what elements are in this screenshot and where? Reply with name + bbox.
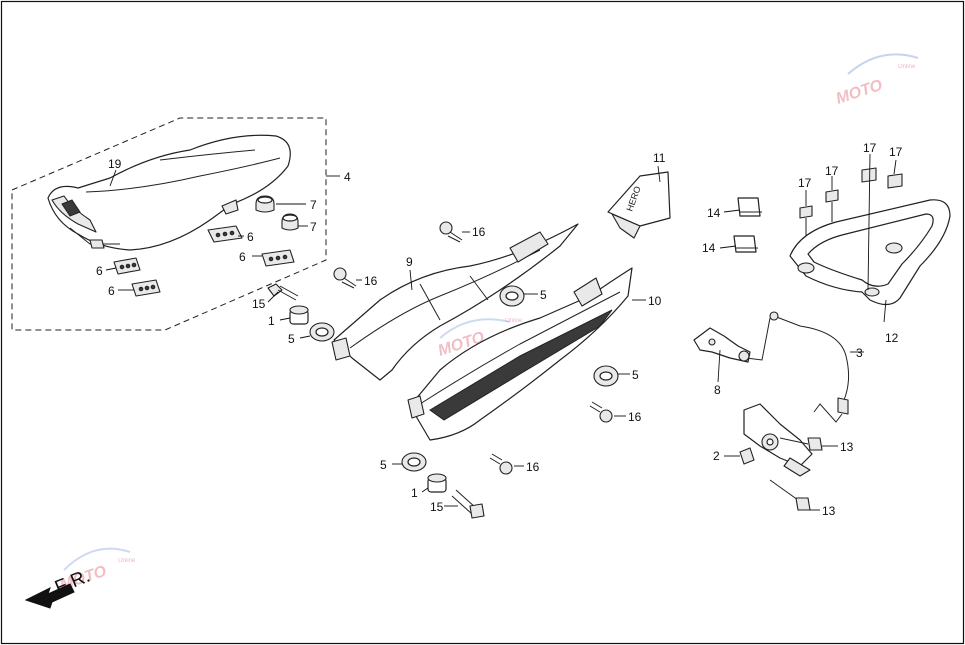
callout-5-b: 5: [540, 288, 547, 302]
grommet-5-upper: [309, 322, 335, 342]
clip-14-upper: [737, 197, 762, 217]
callout-6-a: 6: [247, 230, 254, 244]
callout-6-d: 6: [108, 284, 115, 298]
collar-1-upper: [289, 305, 309, 325]
seat-cushion-7-upper: [255, 195, 275, 213]
clip-14-lower: [733, 235, 758, 253]
callout-5-c: 5: [632, 368, 639, 382]
seat-rubber-pad-6d: [131, 279, 161, 297]
callout-3: 3: [856, 346, 863, 360]
callout-15-lower: 15: [430, 500, 444, 514]
callout-7-upper: 7: [310, 198, 317, 212]
callout-4: 4: [344, 170, 351, 184]
callout-11: 11: [653, 151, 666, 165]
callout-14-lower: 14: [702, 241, 716, 255]
bolt-13-lower: [769, 479, 811, 511]
callout-17-b: 17: [825, 164, 839, 178]
watermark-subtext: Online: [898, 64, 916, 70]
callout-17-d: 17: [889, 145, 903, 159]
callout-16-a: 16: [472, 225, 486, 239]
callout-13-lower: 13: [822, 504, 836, 518]
callout-15-upper: 15: [252, 297, 266, 311]
callout-7-lower: 7: [310, 220, 317, 234]
callout-13-upper: 13: [840, 440, 854, 454]
grommet-5-cover-left: [499, 285, 525, 307]
bolt-17-c: [861, 167, 877, 183]
grommet-5-right: [593, 365, 619, 387]
seat: [47, 134, 291, 251]
screw-16-lower: [489, 453, 513, 475]
seat-lock: [739, 403, 813, 477]
seat-latch: [693, 327, 751, 363]
seat-rubber-pad-6a: [207, 225, 243, 243]
seat-rubber-pad-6c: [113, 257, 141, 275]
callout-12: 12: [885, 331, 899, 345]
screw-16-right: [589, 401, 613, 423]
callout-16-d: 16: [526, 460, 540, 474]
screw-16-left-middle: [333, 267, 357, 289]
callout-6-b: 6: [239, 250, 246, 264]
watermark-top-right: MOTO Online: [834, 53, 919, 108]
seat-rubber-pad-6b: [261, 249, 295, 267]
left-side-cover: [331, 223, 579, 381]
seat-assembly-boundary: [11, 117, 327, 331]
grommet-5-lower: [401, 452, 427, 472]
watermark-subtext: Online: [505, 318, 523, 324]
callout-2: 2: [713, 449, 720, 463]
callout-10: 10: [648, 294, 662, 308]
callout-5-d: 5: [380, 458, 387, 472]
collar-1-lower: [427, 473, 447, 493]
callout-17-c: 17: [863, 141, 877, 155]
seat-lock-cable: [745, 311, 850, 423]
callout-14-upper: 14: [707, 206, 721, 220]
watermark-text: MOTO: [834, 77, 885, 108]
callout-8: 8: [714, 383, 721, 397]
bolt-13-upper: [779, 437, 823, 451]
bolt-15-upper: [267, 283, 299, 301]
watermark-subtext: Online: [118, 558, 136, 564]
rear-emblem: HERO: [607, 171, 671, 239]
seat-assembly-group: [11, 117, 327, 331]
bolt-17-b: [825, 189, 839, 222]
callout-19: 19: [108, 157, 122, 171]
screw-16-left-upper: [439, 221, 463, 243]
callout-16-b: 16: [364, 274, 378, 288]
callout-5-upper: 5: [288, 332, 295, 346]
leader-lines: [105, 153, 897, 511]
front-direction-label: F R.: [52, 566, 93, 599]
seat-cushion-7-lower: [281, 213, 299, 231]
callout-6-c: 6: [96, 264, 103, 278]
bolt-15-lower: [451, 489, 485, 519]
callout-9: 9: [406, 255, 413, 269]
callout-labels: 19 4 7 7 6 6 6 6 15 1 5 16 16 9 5 10 11 …: [96, 141, 903, 518]
bolt-17-d: [887, 173, 903, 189]
callout-1-lower: 1: [411, 486, 418, 500]
callout-16-c: 16: [628, 410, 642, 424]
front-direction-arrow: F R.: [24, 566, 93, 609]
callout-1-upper: 1: [268, 314, 275, 328]
grab-rail: [789, 199, 951, 306]
callout-17-a: 17: [798, 176, 812, 190]
right-side-cover: [407, 267, 633, 441]
